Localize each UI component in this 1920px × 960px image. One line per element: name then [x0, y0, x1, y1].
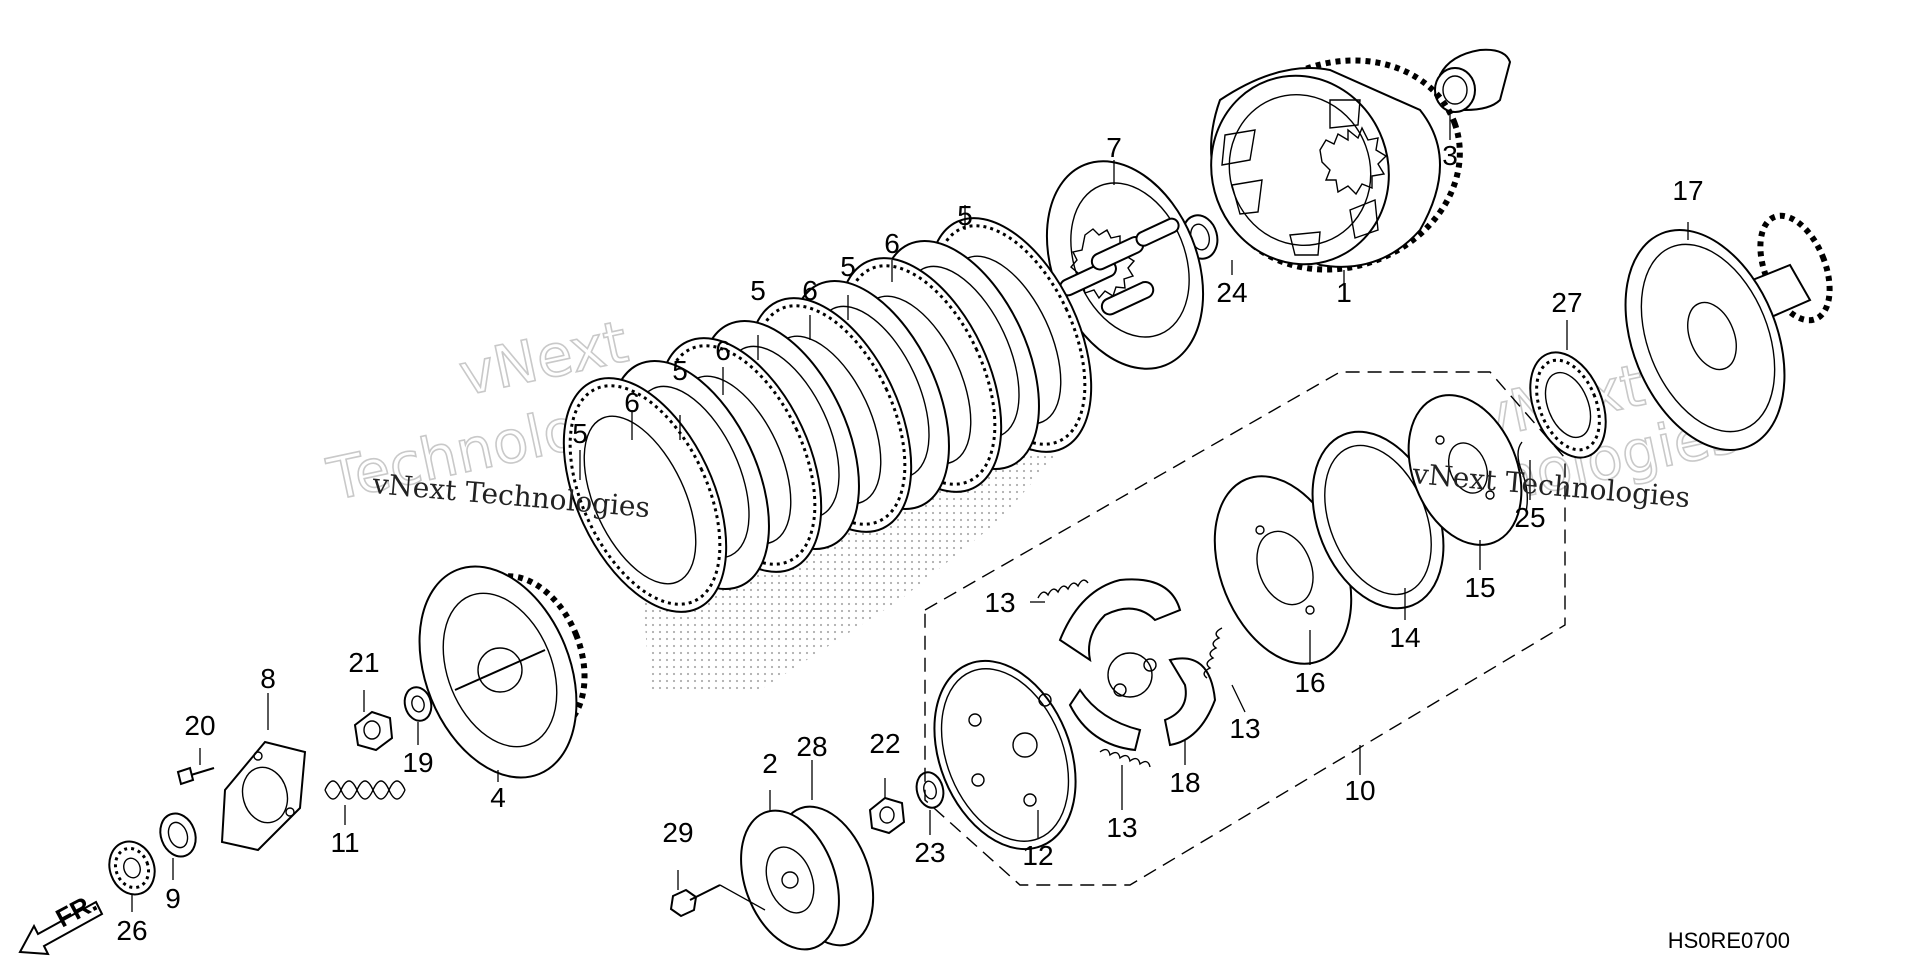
callout-part-29: 29: [662, 817, 693, 848]
callout-part-16: 16: [1294, 667, 1325, 698]
callout-part-11: 11: [330, 827, 359, 858]
callout-part-5-c: 5: [750, 275, 766, 306]
callout-part-22: 22: [869, 728, 900, 759]
plate-part-15: [1407, 394, 1523, 546]
clutch-shoes-part-18: [1058, 578, 1217, 752]
drum-part-17: [1624, 212, 1833, 451]
callout-part-24: 24: [1216, 277, 1247, 308]
assembly-10-outline: [924, 371, 1566, 886]
front-direction-arrow: FR.: [18, 887, 104, 956]
bolt-part-20: [176, 766, 215, 786]
callout-part-25: 25: [1514, 502, 1545, 533]
nut-part-22: [868, 796, 906, 835]
seal-part-9: [159, 812, 197, 858]
callout-part-6-a: 6: [624, 387, 640, 418]
callout-part-19: 19: [402, 747, 433, 778]
callout-part-26: 26: [116, 915, 147, 946]
callout-part-6-b: 6: [715, 335, 731, 366]
callout-part-17: 17: [1672, 175, 1703, 206]
callout-part-9: 9: [165, 883, 181, 914]
callout-part-14: 14: [1389, 622, 1420, 653]
spring-part-13-b: [1203, 627, 1223, 679]
callout-part-10: 10: [1344, 775, 1375, 806]
washer-part-23: [915, 771, 945, 809]
spring-part-13-a: [1037, 579, 1089, 599]
part-callouts: 1 2 3 4 5 5 5 5 5 6 6 6 6 7 8 9 10 11 12…: [116, 132, 1703, 946]
leader-lines: [131, 110, 1689, 912]
drive-plate-part-12: [933, 659, 1077, 851]
callout-part-8: 8: [260, 663, 276, 694]
spring-part-13-c: [1099, 748, 1151, 768]
bearing-part-26: [108, 840, 156, 896]
callout-part-28: 28: [796, 731, 827, 762]
friction-disc-5: [562, 377, 728, 613]
callout-part-15: 15: [1464, 572, 1495, 603]
callout-part-4: 4: [490, 782, 506, 813]
callout-part-13-b: 13: [1229, 713, 1260, 744]
callout-part-5-d: 5: [840, 251, 856, 282]
bolt-part-29: [669, 884, 721, 918]
callout-part-21: 21: [348, 647, 379, 678]
callout-part-13-c: 13: [1106, 812, 1137, 843]
callout-part-6-c: 6: [802, 275, 818, 306]
callout-part-23: 23: [914, 837, 945, 868]
callout-part-5-b: 5: [672, 355, 688, 386]
callout-part-27: 27: [1551, 287, 1582, 318]
nut-part-21: [353, 710, 394, 752]
callout-part-18: 18: [1169, 767, 1200, 798]
callout-part-2: 2: [762, 748, 778, 779]
drawing-code: HS0RE0700: [1668, 928, 1790, 953]
pressure-plate-part-7: [1045, 160, 1205, 370]
spring-part-11: [324, 780, 406, 800]
needle-bearing-part-27: [1529, 351, 1607, 459]
snap-ring-part-25: [1517, 441, 1529, 513]
callout-part-6-d: 6: [884, 228, 900, 259]
washer-part-19: [403, 686, 433, 722]
callout-part-3: 3: [1442, 140, 1458, 171]
one-way-clutch-part-2: [740, 805, 875, 951]
callout-part-7: 7: [1106, 132, 1122, 163]
callout-part-20: 20: [184, 710, 215, 741]
callout-part-5-e: 5: [957, 200, 973, 231]
clutch-center-part-4: [418, 565, 588, 779]
clutch-outer-part-1: [1210, 57, 1463, 273]
clutch-disc-stack: [562, 217, 1093, 613]
callout-part-13-a: 13: [984, 587, 1015, 618]
callout-part-12: 12: [1022, 840, 1053, 871]
callout-part-1: 1: [1336, 277, 1352, 308]
callout-part-5-a: 5: [572, 418, 588, 449]
bearing-holder-part-8: [220, 740, 307, 852]
